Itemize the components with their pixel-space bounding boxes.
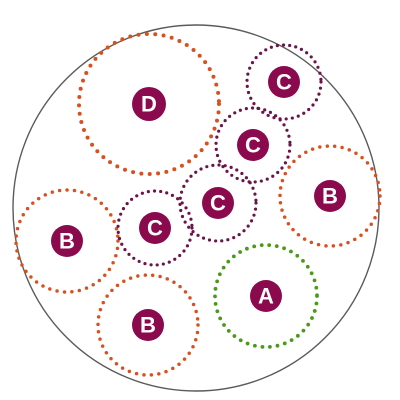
group-b-right-label: B [322, 184, 338, 209]
group-c-top: C [245, 43, 323, 121]
group-b-bottom-label: B [140, 313, 156, 338]
group-b-right-ring [278, 144, 382, 248]
group-c-center-label: C [210, 191, 226, 216]
group-c-center-badge [202, 187, 234, 219]
outer-boundary-circle [12, 24, 380, 392]
group-c-top-label: C [276, 70, 292, 95]
group-a-badge [250, 280, 282, 312]
group-b-right: B [278, 144, 382, 248]
group-c-top-badge [268, 66, 300, 98]
group-d-ring [77, 32, 221, 176]
group-c-left-label: C [147, 216, 163, 241]
group-b-left-ring [14, 188, 120, 294]
group-c-middle-ring [214, 106, 292, 184]
group-b-left: B [14, 188, 120, 294]
group-a-ring [213, 243, 319, 349]
group-d: D [77, 32, 221, 176]
group-c-top-ring [245, 43, 323, 121]
group-c-middle-badge [237, 129, 269, 161]
group-b-right-badge [314, 180, 346, 212]
group-d-badge [132, 87, 166, 121]
group-c-left-badge [139, 212, 171, 244]
group-b-left-label: B [59, 229, 75, 254]
group-c-left-ring [116, 189, 194, 267]
group-c-middle-label: C [245, 133, 261, 158]
group-b-bottom: B [96, 273, 200, 377]
group-c-middle: C [214, 106, 292, 184]
group-c-left: C [116, 189, 194, 267]
group-d-label: D [141, 92, 157, 117]
group-a: A [213, 243, 319, 349]
group-b-left-badge [51, 225, 83, 257]
group-c-center: C [178, 163, 258, 243]
group-b-bottom-ring [96, 273, 200, 377]
group-c-center-ring [178, 163, 258, 243]
group-b-bottom-badge [132, 309, 164, 341]
group-a-label: A [258, 284, 274, 309]
